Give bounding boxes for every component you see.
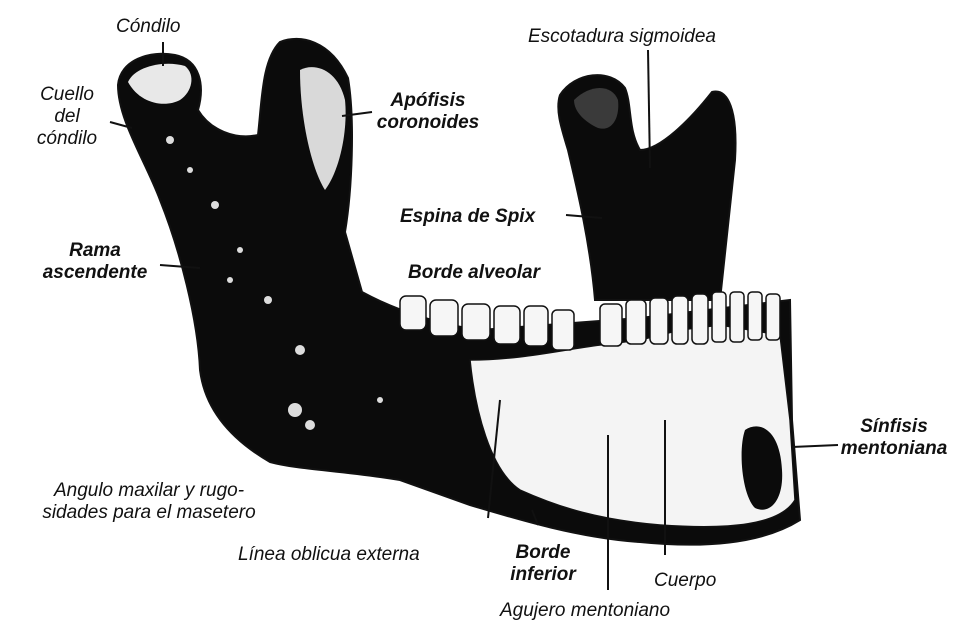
- label-apofisis-coronoides: Apófisis coronoides: [368, 90, 488, 134]
- label-apofisis-line2: coronoides: [368, 112, 488, 134]
- label-rama-line2: ascendente: [30, 262, 160, 284]
- label-cuello-del-condilo: Cuello del cóndilo: [22, 84, 112, 150]
- label-condilo: Cóndilo: [116, 16, 180, 38]
- label-cuello-line3: cóndilo: [22, 128, 112, 150]
- label-escotadura-sigmoidea: Escotadura sigmoidea: [528, 26, 716, 48]
- leader-sinfisis: [792, 445, 838, 447]
- label-sinfisis-line2: mentoniana: [834, 438, 954, 460]
- label-angulo-line1: Angulo maxilar y rugo-: [4, 480, 294, 502]
- label-borde-inferior-line1: Borde: [498, 542, 588, 564]
- label-cuerpo: Cuerpo: [654, 570, 716, 592]
- label-borde-alveolar: Borde alveolar: [408, 262, 540, 284]
- label-linea-oblicua-externa: Línea oblicua externa: [238, 544, 420, 566]
- label-espina-de-spix: Espina de Spix: [400, 206, 535, 228]
- label-cuello-line1: Cuello: [22, 84, 112, 106]
- label-borde-inferior: Borde inferior: [498, 542, 588, 586]
- label-sinfisis-line1: Sínfisis: [834, 416, 954, 438]
- label-angulo-maxilar: Angulo maxilar y rugo- sidades para el m…: [4, 480, 294, 524]
- label-angulo-line2: sidades para el masetero: [4, 502, 294, 524]
- label-agujero-mentoniano: Agujero mentoniano: [500, 600, 670, 622]
- label-rama-ascendente: Rama ascendente: [30, 240, 160, 284]
- label-cuello-line2: del: [22, 106, 112, 128]
- label-apofisis-line1: Apófisis: [368, 90, 488, 112]
- label-borde-inferior-line2: inferior: [498, 564, 588, 586]
- label-rama-line1: Rama: [30, 240, 160, 262]
- label-sinfisis-mentoniana: Sínfisis mentoniana: [834, 416, 954, 460]
